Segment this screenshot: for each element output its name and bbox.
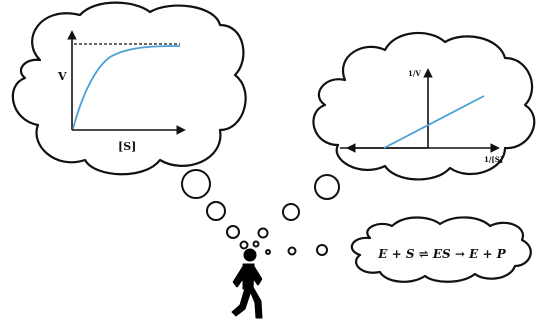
michaelis-menten-cloud: V [S] (11, 1, 247, 176)
bubble (257, 227, 269, 239)
bubble (239, 240, 249, 250)
bubble (226, 225, 240, 239)
reaction-cloud: E + S ⇌ ES → E + P (350, 216, 532, 283)
reaction-equation: E + S ⇌ ES → E + P (377, 247, 506, 261)
mm-x-label: [S] (118, 140, 136, 153)
left-bubble-trail (181, 169, 249, 250)
bubble (287, 246, 297, 256)
lb-y-label: 1/V (408, 69, 421, 78)
mm-y-label: V (57, 70, 67, 83)
lineweaver-burk-cloud: 1/V 1/[S] (312, 31, 536, 181)
bubble (252, 240, 260, 248)
lb-x-label: 1/[S] (484, 155, 503, 164)
michaelis-menten-curve (72, 45, 181, 130)
right-bubble-trail (252, 174, 340, 248)
bubble (181, 169, 211, 199)
equation-thought-cloud (350, 216, 532, 283)
left-thought-cloud (11, 1, 247, 176)
bubble (265, 249, 271, 255)
bubble (314, 174, 340, 200)
lineweaver-burk-line (383, 95, 485, 149)
bubble (316, 244, 328, 256)
bubble (282, 203, 300, 221)
walking-person-icon (231, 248, 263, 319)
equation-bubble-trail (265, 244, 328, 256)
bubble (206, 201, 226, 221)
right-thought-cloud (312, 31, 536, 181)
